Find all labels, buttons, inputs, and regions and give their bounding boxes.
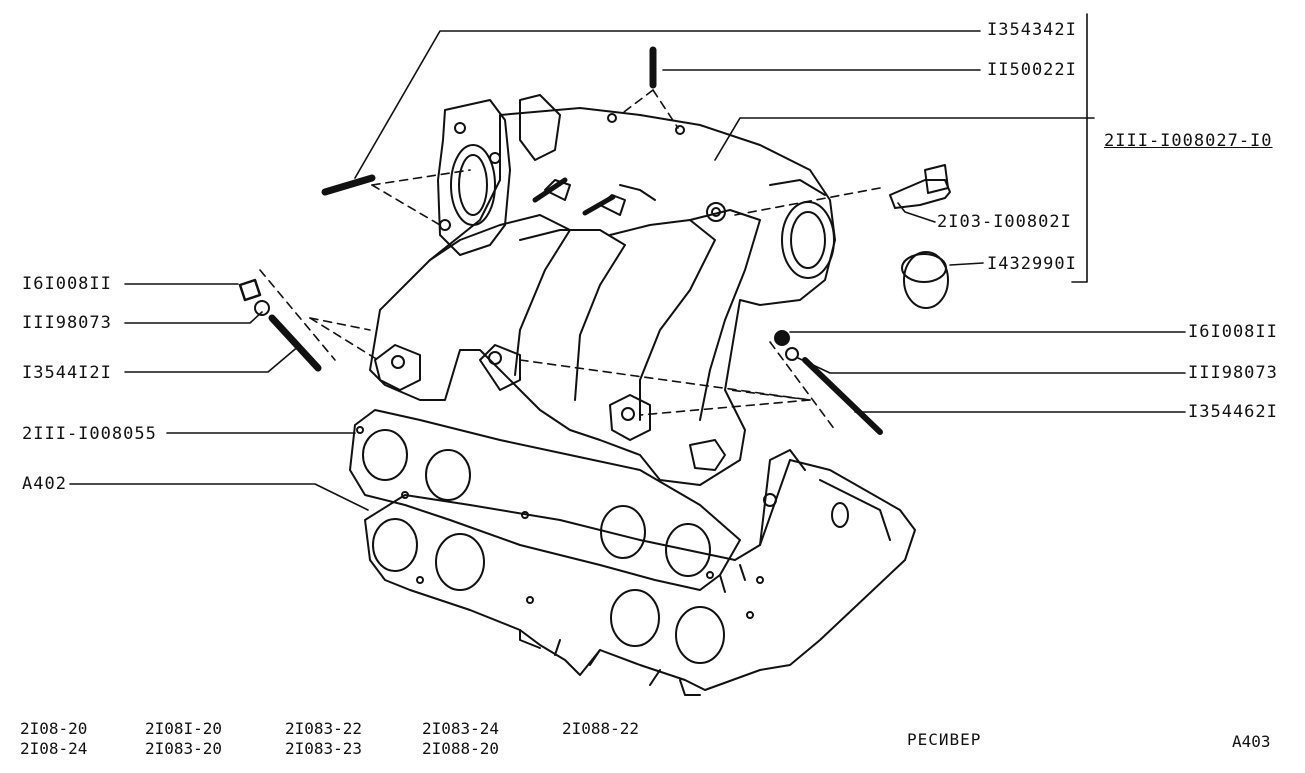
callout-manifold-assembly: 2III-I008027-I0 <box>1104 131 1273 151</box>
callout-stud-left: I3544I2I <box>22 363 112 383</box>
callout-nut-left: I6I008II <box>22 274 112 294</box>
gasket-drawing <box>349 409 741 591</box>
footer-model: 2I083-24 <box>422 719 500 738</box>
callout-washer-left: III98073 <box>22 313 112 333</box>
footer-model: 2I083-23 <box>285 739 363 758</box>
callout-head-ref: A402 <box>22 474 67 494</box>
page-code: A403 <box>1232 732 1271 751</box>
footer-model: 2I088-20 <box>422 739 500 758</box>
cylinder-head-drawing <box>364 449 916 696</box>
callout-stud-right: I354462I <box>1188 402 1278 422</box>
callout-stud-top: II50022I <box>987 60 1077 80</box>
fasteners-drawing <box>238 46 951 435</box>
leader-lines <box>69 13 1186 511</box>
callout-stud-top-left: I354342I <box>987 20 1077 40</box>
footer-model: 2I08-24 <box>20 739 88 758</box>
footer-model: 2I083-20 <box>145 739 223 758</box>
footer-model: 2I088-22 <box>562 719 640 738</box>
footer-model: 2I08-20 <box>20 719 88 738</box>
footer-model: 2I08I-20 <box>145 719 223 738</box>
callout-nut-right: I6I008II <box>1188 322 1278 342</box>
callout-gasket: 2III-I008055 <box>22 424 157 444</box>
callout-fitting: 2I03-I00802I <box>937 212 1072 232</box>
assembly-lines <box>259 89 881 431</box>
callout-ring: I432990I <box>987 254 1077 274</box>
callout-washer-right: III98073 <box>1188 363 1278 383</box>
footer-model: 2I083-22 <box>285 719 363 738</box>
section-title: РЕСИВЕР <box>907 730 982 749</box>
intake-manifold-drawing <box>369 94 836 486</box>
